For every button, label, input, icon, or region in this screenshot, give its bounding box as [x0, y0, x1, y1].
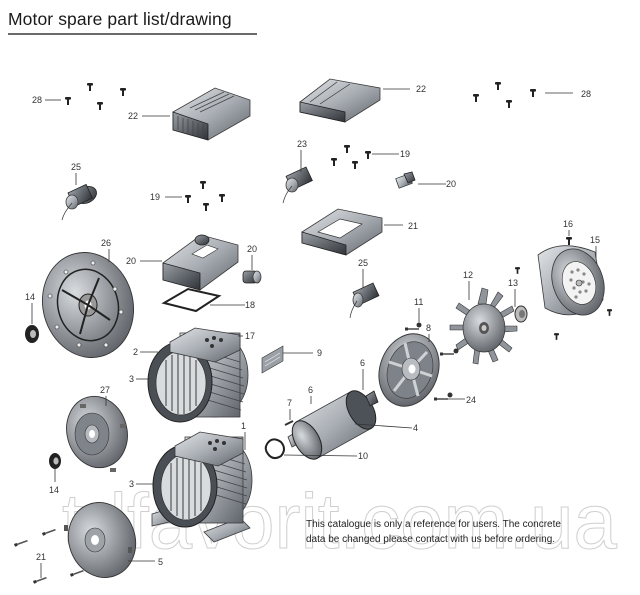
screw-fan-cover-1	[515, 267, 520, 274]
screw-fan-cover-3	[554, 333, 559, 340]
disclaimer-line-1: This catalogue is only a reference for u…	[306, 519, 561, 530]
label-8: 8	[426, 323, 431, 333]
capacitor-25-mid	[349, 282, 380, 319]
bolt-11	[405, 327, 419, 331]
screw-fan-cover-2	[607, 309, 612, 316]
label-27: 27	[100, 385, 110, 395]
label-9: 9	[317, 348, 322, 358]
stator-housing-upper	[147, 327, 249, 423]
label-20-gland: 20	[247, 244, 257, 254]
label-19-top: 19	[400, 149, 410, 159]
label-25-mid: 25	[358, 258, 368, 268]
stator-housing-lower	[151, 431, 253, 543]
bolt-shield-right	[440, 352, 454, 356]
label-25-top: 25	[71, 162, 81, 172]
label-15: 15	[590, 235, 600, 245]
disclaimer-note: This catalogue is only a reference for u…	[306, 517, 626, 547]
cable-gland-20	[242, 270, 262, 284]
label-11: 11	[414, 297, 423, 307]
screws-19-left	[185, 181, 225, 211]
label-23: 23	[297, 139, 307, 149]
label-3-top: 3	[129, 374, 134, 384]
label-20-box: 20	[126, 256, 136, 266]
capacitor-23	[282, 166, 313, 204]
screws-19-top	[331, 145, 371, 169]
label-18: 18	[245, 300, 255, 310]
label-12: 12	[463, 270, 473, 280]
label-22-left: 22	[128, 111, 138, 121]
label-16: 16	[563, 219, 573, 229]
nameplate-9	[261, 345, 284, 374]
disclaimer-line-2: data be changed please contact with us b…	[306, 534, 556, 545]
oil-seal-14-bottom	[49, 453, 61, 469]
terminal-box-base-21	[301, 208, 383, 256]
label-21-bottom: 21	[36, 552, 46, 562]
label-6-right: 6	[360, 358, 365, 368]
end-shield-8	[378, 333, 440, 407]
rotor-4	[287, 390, 379, 460]
fan-cover-15	[537, 245, 605, 316]
label-3-bottom: 3	[129, 479, 134, 489]
gasket-18	[161, 287, 222, 313]
page-title: Motor spare part list/drawing	[8, 9, 232, 29]
label-20-right: 20	[446, 179, 456, 189]
label-13: 13	[508, 278, 518, 288]
label-5: 5	[158, 557, 163, 567]
capacitor-25-top	[61, 183, 97, 221]
bolt-24	[434, 397, 448, 401]
label-1: 1	[241, 421, 246, 431]
end-shield-5	[64, 502, 137, 578]
label-14-bottom: 14	[49, 485, 59, 495]
screw-16	[566, 237, 572, 245]
label-6-left: 6	[308, 385, 313, 395]
label-28-left: 28	[32, 95, 42, 105]
screws-28-left	[65, 83, 126, 110]
terminal-box-cover-22-flat	[299, 78, 381, 123]
seal-13	[514, 305, 528, 323]
cable-gland-20-top	[395, 171, 416, 189]
label-21-top: 21	[408, 221, 418, 231]
flange-26	[41, 252, 135, 358]
label-19-left: 19	[150, 192, 160, 202]
label-7: 7	[287, 398, 292, 408]
wave-washer-10	[264, 438, 285, 460]
terminal-box-20	[162, 234, 239, 291]
label-28-right: 28	[581, 89, 591, 99]
label-17: 17	[245, 331, 255, 341]
label-2: 2	[133, 347, 138, 357]
oil-seal-14-top	[25, 325, 39, 343]
label-14-top: 14	[25, 292, 35, 302]
terminal-box-cover-22-finned	[172, 87, 251, 141]
fan-12	[449, 287, 518, 365]
label-26: 26	[101, 238, 111, 248]
label-10: 10	[358, 451, 368, 461]
title-underline	[8, 33, 257, 35]
label-4: 4	[413, 423, 418, 433]
end-shield-27	[66, 395, 128, 472]
label-22-right: 22	[416, 84, 426, 94]
label-24: 24	[466, 395, 476, 405]
key-7	[284, 420, 294, 426]
screws-28-right	[473, 82, 536, 108]
